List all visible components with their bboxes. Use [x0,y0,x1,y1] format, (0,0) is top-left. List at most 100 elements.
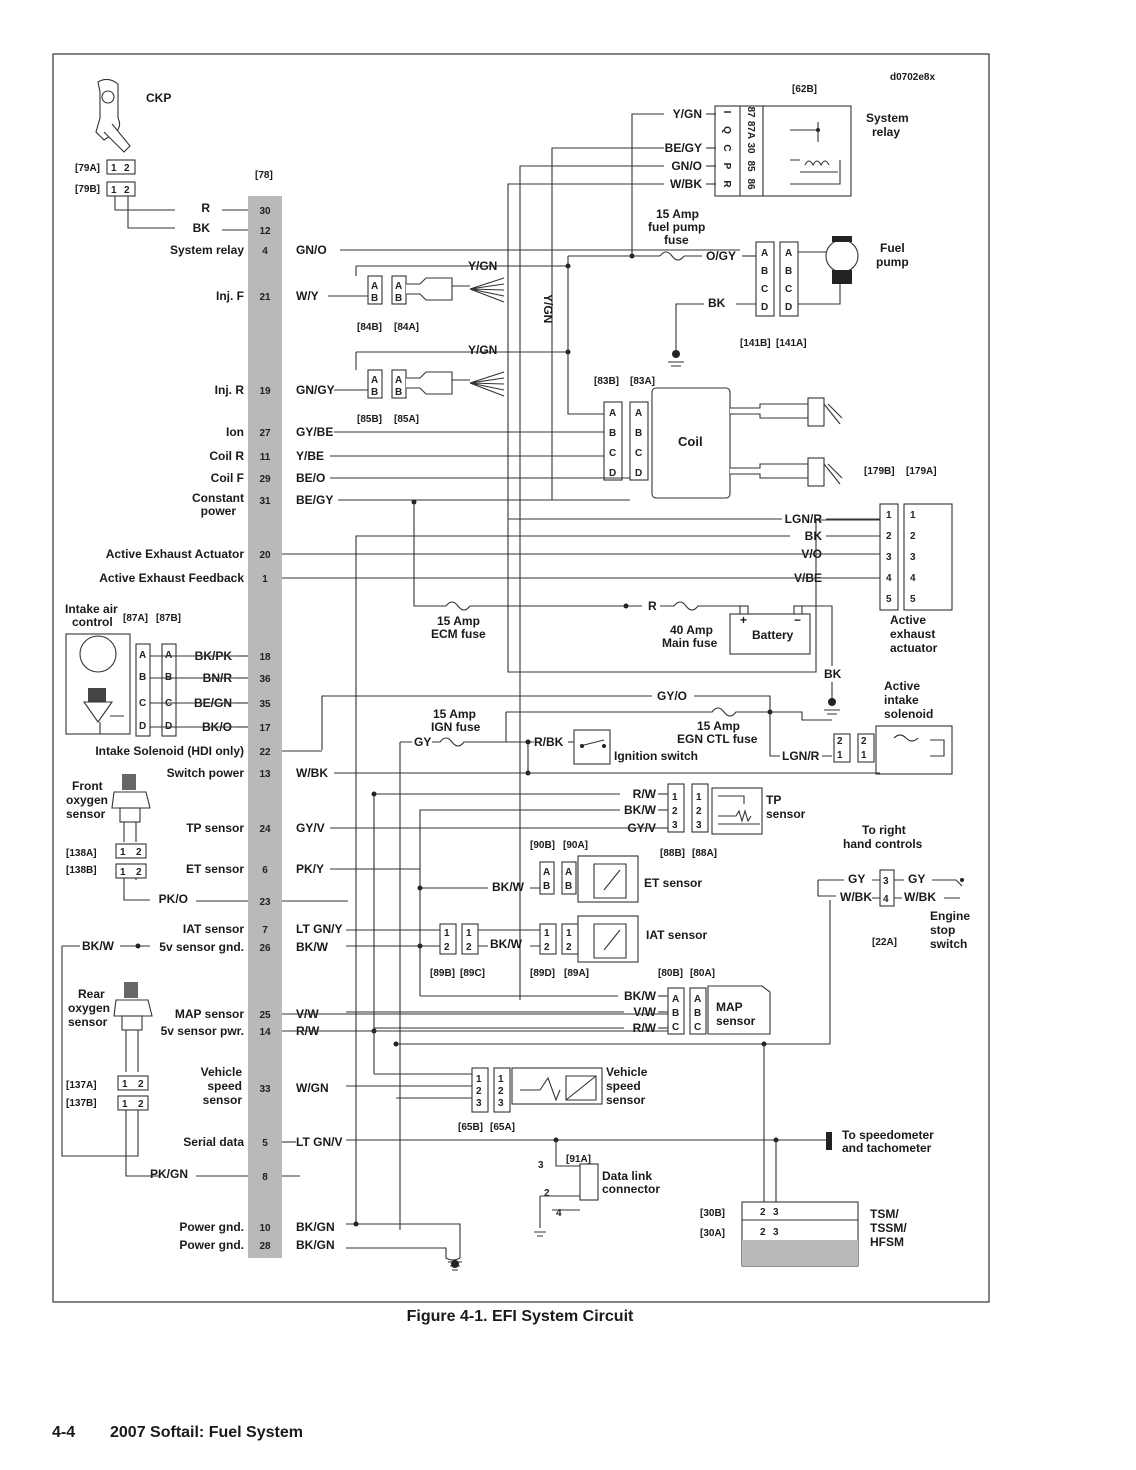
ecm-pin-number: 31 [259,496,271,507]
relay-pin: Q [721,126,732,134]
svg-text:O/GY: O/GY [706,249,736,263]
ecm-pin-number: 4 [262,246,268,257]
relay-wire-label: GN/O [671,159,702,173]
svg-text:switch: switch [930,937,967,951]
svg-text:[89B]: [89B] [430,968,455,979]
map-wire-label: V/W [633,1005,656,1019]
svg-text:LGN/R: LGN/R [782,749,820,763]
svg-text:actuator: actuator [890,641,938,655]
ecm-wire-label: Y/BE [296,449,324,463]
svg-text:[79A]: [79A] [75,163,100,174]
svg-text:3: 3 [773,1227,779,1238]
svg-text:3: 3 [886,552,892,563]
relay-pin: 86 [745,178,756,190]
svg-text:Front: Front [72,779,103,793]
relay-wire-label: BE/GY [665,141,702,155]
ecm-wire-label: BK [193,221,211,235]
svg-text:2: 2 [910,531,916,542]
ecm-wire-label: R [201,201,210,215]
svg-text:exhaust: exhaust [890,627,935,641]
svg-text:3: 3 [696,820,702,831]
svg-text:2: 2 [466,942,472,953]
ecm-pin-function: MAP sensor [175,1007,244,1021]
svg-text:Active: Active [884,679,920,693]
svg-text:2: 2 [672,806,678,817]
ecm-wire-label: PK/Y [296,862,324,876]
svg-text:1: 1 [672,792,678,803]
svg-text:B: B [635,428,642,439]
svg-text:2: 2 [444,942,450,953]
svg-text:1: 1 [910,510,916,521]
ecm-pin-number: 23 [259,897,271,908]
svg-text:C: C [761,284,768,295]
ecm-pin-number: 18 [259,652,271,663]
svg-text:[179B]: [179B] [864,466,895,477]
ecm-wire-label: BK/GN [296,1238,335,1252]
system-relay-label: System [866,111,909,125]
svg-text:1: 1 [444,928,450,939]
map-wire-label: R/W [633,1021,657,1035]
vehicle-speed-sensor: 123 123 Vehicle speed sensor [65B] [65A] [458,1065,648,1133]
relay-pin: 87 [745,106,756,118]
svg-text:[179A]: [179A] [906,466,937,477]
svg-text:W/BK: W/BK [904,890,936,904]
svg-text:[62B]: [62B] [792,84,817,95]
svg-text:sensor: sensor [606,1093,646,1107]
svg-text:GY: GY [414,735,431,749]
svg-text:A: A [609,408,616,419]
ecm-wire-label: BK/W [296,940,329,954]
svg-text:TSM/: TSM/ [870,1207,899,1221]
svg-text:C: C [785,284,792,295]
coil-label: Coil [678,434,703,449]
doc-id: d0702e8x [890,72,935,83]
ecm-pin-number: 28 [259,1241,271,1252]
svg-text:W/BK: W/BK [840,890,872,904]
svg-text:3: 3 [672,820,678,831]
figure-caption: Figure 4-1. EFI System Circuit [406,1308,634,1325]
svg-text:B: B [139,672,146,683]
ecm-pin-function: Inj. F [216,289,244,303]
svg-text:intake: intake [884,693,919,707]
svg-text:1: 1 [466,928,472,939]
svg-text:2: 2 [760,1227,766,1238]
battery [729,613,811,655]
svg-text:5: 5 [910,594,916,605]
ecm-pin-number: 33 [259,1084,271,1095]
svg-text:2: 2 [136,867,142,878]
svg-text:Data link: Data link [602,1169,652,1183]
svg-text:B: B [395,293,402,304]
svg-text:B: B [672,1008,679,1019]
svg-text:[89D]: [89D] [530,968,555,979]
svg-text:2: 2 [544,1188,550,1199]
svg-text:[30B]: [30B] [700,1208,725,1219]
svg-text:sensor: sensor [68,1015,108,1029]
svg-text:Active: Active [890,613,926,627]
svg-text:Ignition switch: Ignition switch [614,749,698,763]
svg-text:3: 3 [538,1160,544,1171]
svg-text:C: C [694,1022,701,1033]
ecm-pin-function: TP sensor [186,821,244,835]
svg-text:B: B [565,881,572,892]
ecm-pin-number: 12 [259,226,271,237]
svg-text:A: A [371,281,378,292]
svg-text:R/BK: R/BK [534,735,564,749]
svg-text:[85B]: [85B] [357,414,382,425]
svg-text:D: D [761,302,768,313]
ecm-pin-number: 22 [259,747,271,758]
ecm-pin-number: 24 [259,824,271,835]
svg-text:4: 4 [886,573,892,584]
svg-text:C: C [635,448,642,459]
ecm-pin-function: sensor [203,1093,243,1107]
ecm-wire-label: PK/GN [150,1167,188,1181]
ecm-pin-function: Power gnd. [179,1220,244,1234]
ecm-wire-label: GN/O [296,243,327,257]
svg-text:[65A]: [65A] [490,1122,515,1133]
